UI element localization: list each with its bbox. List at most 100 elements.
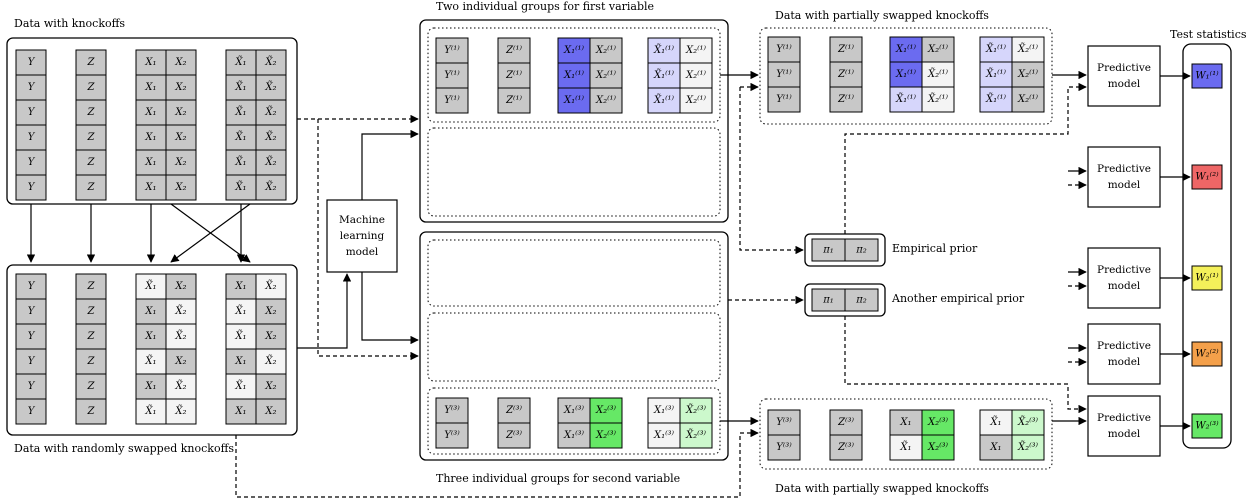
arrow-ml-to-second <box>361 272 419 345</box>
ml-model-box <box>326 199 398 273</box>
ds-b-cell-0-a-label: X₁ <box>234 281 246 292</box>
pt-x-cell-2-b <box>921 86 955 113</box>
dk-xt-cell-0-b <box>255 49 287 76</box>
dk-xt-cell-4-a-label: X̃₁ <box>234 156 246 168</box>
test-statistic-2-label: W₂⁽¹⁾ <box>1195 273 1219 284</box>
pb-xt-cell-1-a <box>979 434 1013 461</box>
groups-first-inner-1 <box>427 27 721 123</box>
ds-y-cell-0-label: Y <box>28 281 36 292</box>
data-randomly-swapped-box <box>6 264 298 436</box>
arrow-dashed-knockoffs-to-second <box>317 119 419 361</box>
pt-xt-cell-2-b <box>1011 86 1045 113</box>
partial-bottom-box <box>759 398 1053 470</box>
ds-y-cell-4-label: Y <box>28 381 36 392</box>
pt-y-cell-0-label: Y⁽¹⁾ <box>776 44 792 55</box>
ds-a-cell-2-a-label: X₁ <box>144 331 156 342</box>
dashed-loop-bottom <box>235 435 741 498</box>
pt-xt-cell-0-b <box>1011 36 1045 63</box>
dk-y-cell-2-label: Y <box>28 107 36 118</box>
dk-x-cell-1-a <box>135 74 167 101</box>
g2-x-cell-1-a-label: X₁⁽³⁾ <box>563 430 585 441</box>
dk-xt-cell-2-a-label: X̃₁ <box>234 106 246 118</box>
dk-xt-cell-5-a <box>225 174 257 201</box>
pt-x-cell-2-a-label: X̃₁⁽¹⁾ <box>895 93 917 105</box>
pt-xt-cell-1-a-label: X̃₁⁽¹⁾ <box>985 68 1007 80</box>
predictive-model-box-0 <box>1087 45 1161 107</box>
g2-y-cell-1 <box>435 422 469 449</box>
test-statistic-3 <box>1191 341 1223 367</box>
g1-x-cell-0-a <box>557 37 591 64</box>
ds-b-cell-3-b-label: X̃₂ <box>264 355 276 367</box>
ds-a-cell-5-a-label: X̃₁ <box>144 405 156 417</box>
data-randomly-swapped-title: Data with randomly swapped knockoffs <box>14 442 234 455</box>
ml-model-label-1: learning <box>340 230 385 242</box>
dk-xt-cell-1-a <box>225 74 257 101</box>
g1-z-cell-1-label: Z⁽¹⁾ <box>505 70 522 81</box>
prior-box-1 <box>804 283 886 317</box>
dk-x-cell-3-b-label: X₂ <box>174 132 186 143</box>
pt-y-cell-0 <box>767 36 801 63</box>
g1-y-cell-1 <box>435 62 469 89</box>
dk-xt-cell-2-b-label: X̃₂ <box>264 106 276 118</box>
ds-a-cell-0-b-label: X₂ <box>174 281 186 292</box>
dk-x-cell-0-a-label: X₁ <box>144 57 156 68</box>
g2-xt-cell-0-b <box>679 397 713 424</box>
pb-z-cell-1-label: Z⁽³⁾ <box>837 442 854 453</box>
dk-z-cell-3 <box>75 124 107 151</box>
g2-y-cell-0 <box>435 397 469 424</box>
predictive-model-label-4-1: model <box>1108 428 1141 440</box>
g1-x-cell-0-a-label: X₁⁽¹⁾ <box>563 45 585 56</box>
g1-xt-cell-0-b-label: X₂⁽¹⁾ <box>685 45 707 56</box>
ds-b-cell-4-a-label: X̃₁ <box>234 380 246 392</box>
g2-x-cell-0-b-label: X₂⁽³⁾ <box>595 405 617 416</box>
ds-a-cell-4-a-label: X₁ <box>144 381 156 392</box>
test-statistic-0-label: W₁⁽¹⁾ <box>1195 71 1219 82</box>
dk-x-cell-2-a <box>135 99 167 126</box>
dk-x-cell-1-a-label: X₁ <box>144 82 156 93</box>
pt-xt-cell-1-a <box>979 61 1013 88</box>
pt-x-cell-0-a-label: X₁⁽¹⁾ <box>895 44 917 55</box>
pb-xt-cell-0-b <box>1011 409 1045 436</box>
ds-a-cell-1-a-label: X₁ <box>144 306 156 317</box>
pt-y-cell-1-label: Y⁽¹⁾ <box>776 69 792 80</box>
label-layer: Data with knockoffs Data with randomly s… <box>14 0 1247 495</box>
test-statistic-2 <box>1191 265 1223 291</box>
pt-xt-cell-1-b-label: X₂⁽¹⁾ <box>1017 69 1039 80</box>
ds-a-cell-0-a-label: X̃₁ <box>144 280 156 292</box>
pt-z-cell-2 <box>829 86 863 113</box>
g2-xt-cell-1-b <box>679 422 713 449</box>
g1-xt-cell-2-b-label: X₂⁽¹⁾ <box>685 95 707 106</box>
prior-cell-1-0-b <box>844 288 879 312</box>
ds-z-cell-5-label: Z <box>87 406 96 417</box>
ds-z-cell-0-label: Z <box>87 281 96 292</box>
arrow-prior2-to-pm5 <box>844 316 1087 414</box>
g1-xt-cell-1-a-label: X̃₁⁽¹⁾ <box>653 69 675 81</box>
arrow-cross-2 <box>170 203 251 263</box>
dk-z-cell-5 <box>75 174 107 201</box>
ds-a-cell-3-a-label: X̃₁ <box>144 355 156 367</box>
g2-z-cell-1 <box>497 422 531 449</box>
g2-xt-cell-0-a-label: X₁⁽³⁾ <box>653 405 675 416</box>
g2-x-cell-1-b-label: X₂⁽³⁾ <box>595 430 617 441</box>
g1-x-cell-2-b-label: X₂⁽¹⁾ <box>595 95 617 106</box>
dk-xt-cell-3-b <box>255 124 287 151</box>
dk-xt-cell-4-b <box>255 149 287 176</box>
g1-y-cell-0-label: Y⁽¹⁾ <box>444 45 460 56</box>
dk-x-cell-1-b-label: X₂ <box>174 82 186 93</box>
test-statistic-4-label: W₂⁽³⁾ <box>1195 421 1219 432</box>
pt-xt-cell-2-a-label: X̃₁⁽¹⁾ <box>985 93 1007 105</box>
dk-z-cell-1 <box>75 74 107 101</box>
dk-xt-cell-0-a-label: X̃₁ <box>234 56 246 68</box>
ds-z-cell-3 <box>75 348 107 375</box>
ds-b-cell-1-a-label: X̃₁ <box>234 305 246 317</box>
dk-x-cell-4-b <box>165 149 197 176</box>
pb-xt-cell-0-a-label: X̃₁ <box>989 416 1001 428</box>
pb-x-cell-0-a-label: X₁ <box>899 417 911 428</box>
dk-x-cell-5-a-label: X₁ <box>144 182 156 193</box>
pb-y-cell-1-label: Y⁽³⁾ <box>776 442 792 453</box>
ds-z-cell-0 <box>75 273 107 300</box>
dk-y-cell-4 <box>15 149 47 176</box>
ds-b-cell-1-b-label: X₂ <box>264 306 276 317</box>
predictive-model-box-2 <box>1087 247 1161 309</box>
